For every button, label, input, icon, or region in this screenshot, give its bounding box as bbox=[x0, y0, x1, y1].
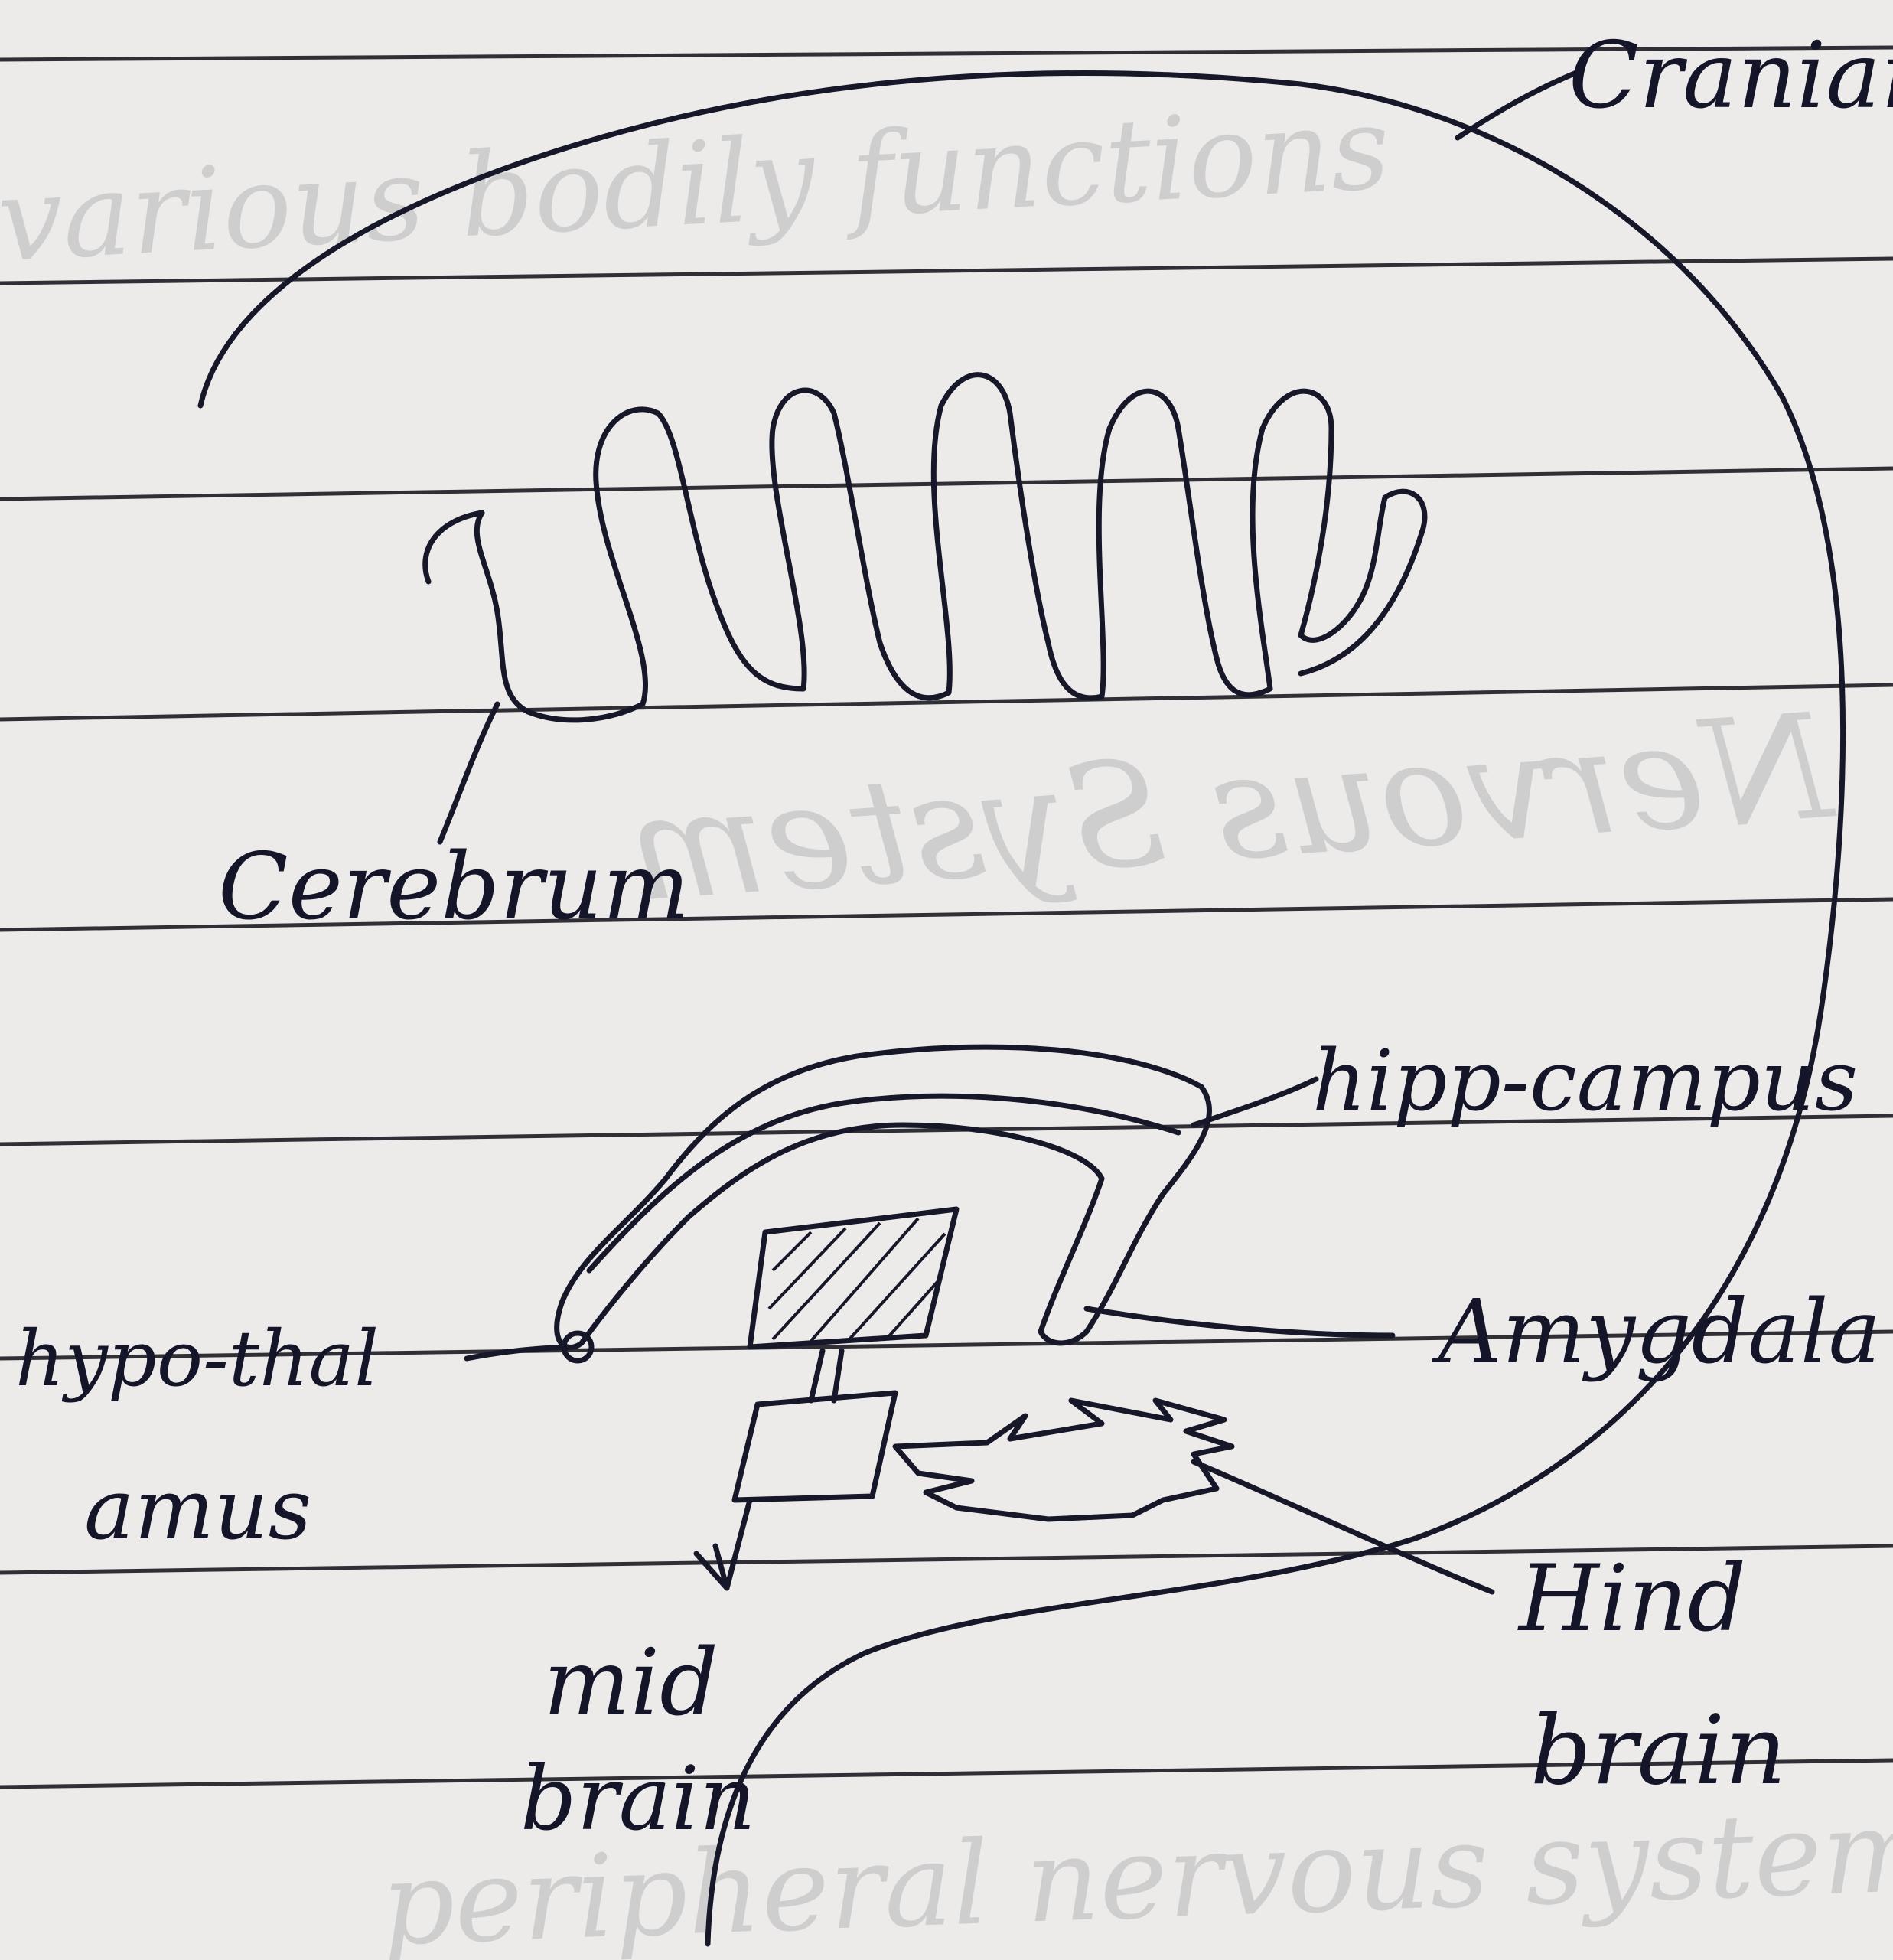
hind-brain-label-cont: brain bbox=[1530, 1695, 1787, 1806]
hind-brain-shape bbox=[895, 1401, 1232, 1519]
hatched-gland-outline bbox=[750, 1209, 956, 1347]
cranian-label: Cranian bbox=[1569, 23, 1893, 129]
mid-brain-label-cont: brain bbox=[520, 1748, 756, 1851]
hypothalamus-label: hypo-thal bbox=[15, 1314, 379, 1404]
hatch-line bbox=[769, 1228, 845, 1309]
amygdala-leader-line bbox=[1087, 1309, 1393, 1335]
hypothalamus-label-cont: amus bbox=[84, 1460, 311, 1558]
mid-brain-leader-line bbox=[696, 1500, 750, 1588]
hippocampus-label: hipp-campus bbox=[1312, 1032, 1858, 1130]
mid-brain-label: mid bbox=[543, 1630, 718, 1737]
hatched-gland bbox=[750, 1209, 956, 1401]
mid-brain-box bbox=[735, 1393, 895, 1500]
ruled-line bbox=[0, 468, 1893, 499]
hippocampus-inner-line bbox=[589, 1096, 1178, 1270]
cranium-outline bbox=[200, 73, 1843, 1944]
amygdala-label: Amygdala bbox=[1432, 1281, 1881, 1384]
cerebrum-label: Cerebrum bbox=[218, 834, 689, 941]
ghost-text: Nervous System bbox=[622, 681, 1839, 934]
hatch-line bbox=[773, 1232, 811, 1270]
hippocampus-leader-line bbox=[1194, 1079, 1316, 1125]
cranian-leader-line bbox=[1458, 73, 1576, 138]
cerebrum-shape bbox=[425, 375, 1425, 720]
bleed-through-text: various bodily functions Nervous System … bbox=[0, 82, 1893, 1960]
hind-brain-label: Hind bbox=[1517, 1546, 1746, 1652]
cerebrum-leader-line bbox=[440, 704, 497, 842]
gland-stalk bbox=[811, 1351, 842, 1401]
